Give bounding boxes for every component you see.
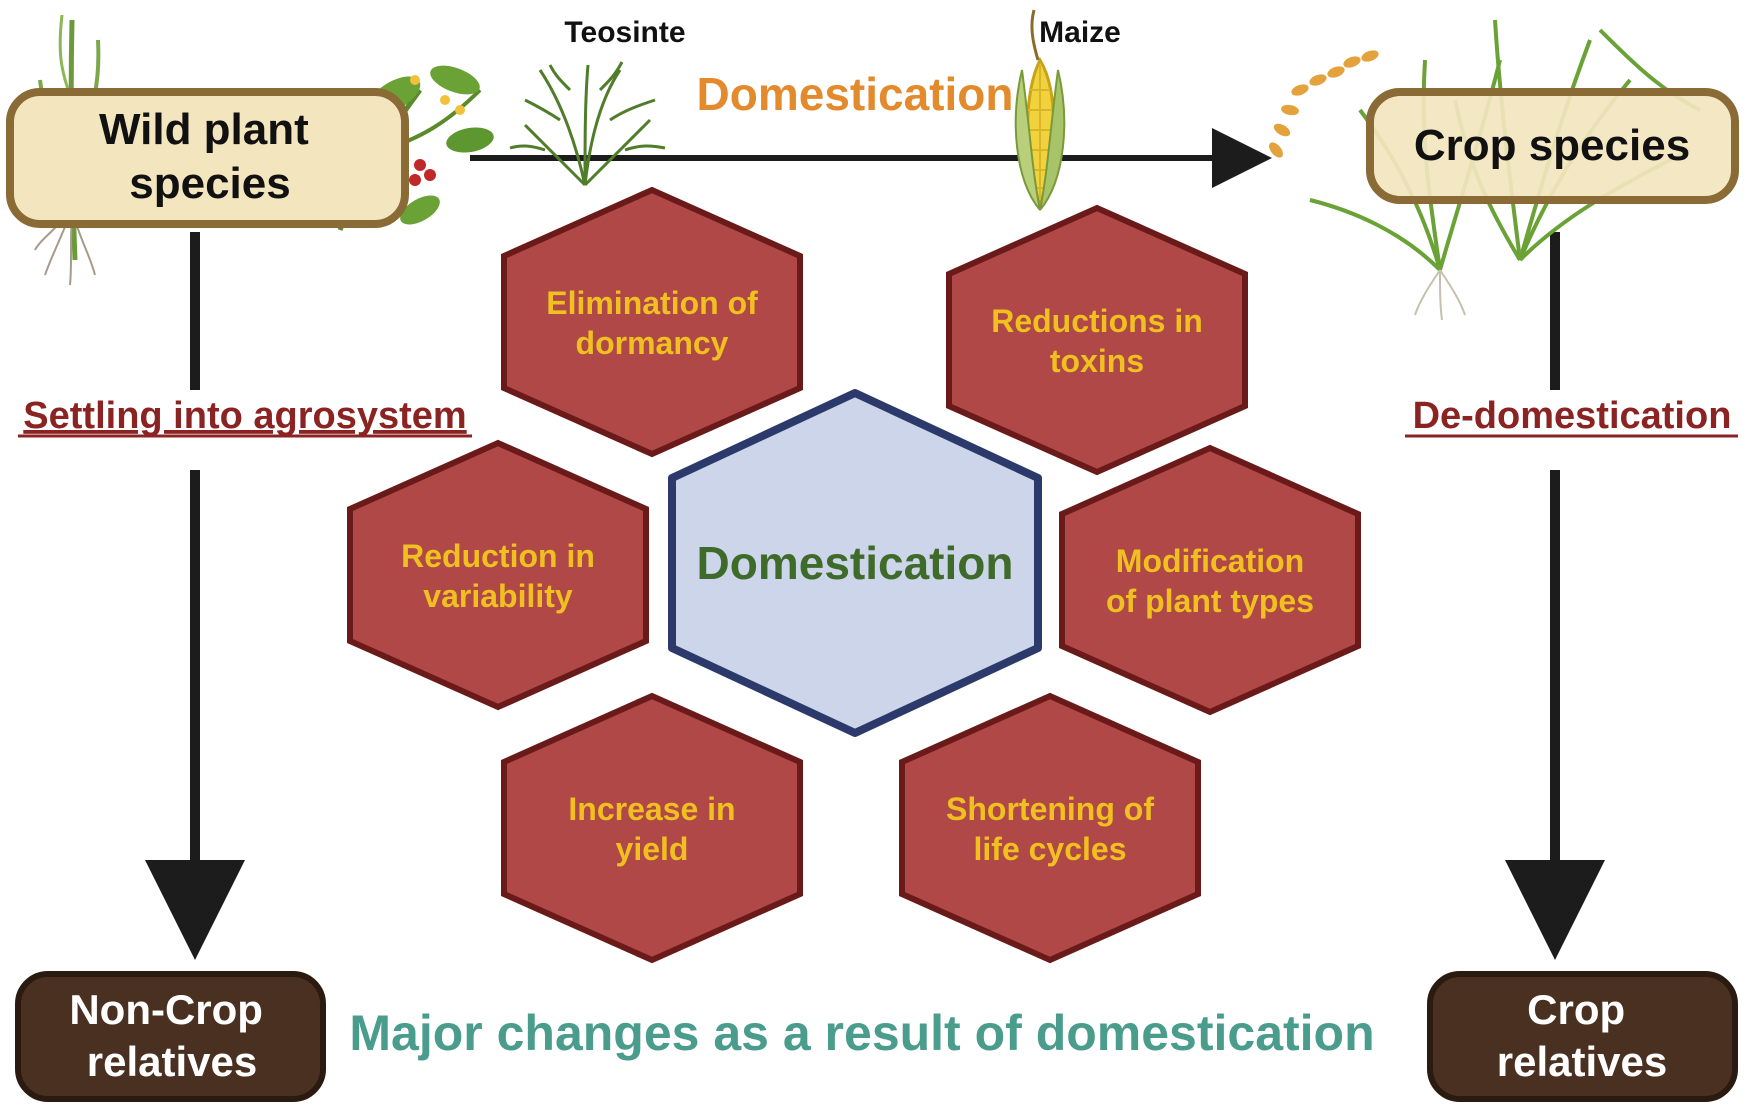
maize-cob-icon — [1014, 9, 1066, 211]
svg-text:Non-Crop relatives: Non-Crop relatives — [69, 986, 274, 1085]
hexagon-label: Modification of plant types — [1106, 543, 1314, 619]
settling-into-agrosystem-label: Settling into agrosystem — [23, 395, 466, 437]
hexagon-shape — [347, 439, 649, 711]
hexagon-label: Reduction in variability — [401, 538, 595, 614]
major-changes-caption: Major changes as a result of domesticati… — [349, 1005, 1374, 1061]
hexagon-modification-of-plant-types: Modification of plant types — [1059, 444, 1361, 716]
hexagon-cluster: Elimination of dormancy Reductions in toxin… — [347, 186, 1361, 964]
hexagon-shape — [501, 186, 803, 458]
hexagon-label-line: Modification — [1116, 543, 1304, 579]
hexagon-label-line: variability — [423, 578, 573, 614]
hexagon-label: Reductions in toxins — [991, 303, 1203, 379]
hexagon-label-line: yield — [616, 831, 689, 867]
hexagon-elimination-of-dormancy: Elimination of dormancy — [501, 186, 803, 458]
connectors — [145, 128, 1605, 960]
hexagon-label-line: life cycles — [974, 831, 1127, 867]
maize-label: Maize — [1039, 16, 1121, 49]
de-domestication-label: De-domestication — [1413, 395, 1732, 437]
hexagon-shape — [899, 692, 1201, 964]
hexagon-shape — [1059, 444, 1361, 716]
crop-relatives-line-1: Crop — [1527, 986, 1625, 1033]
svg-text:Wild plant species: Wild plant species — [99, 105, 321, 208]
hexagon-reduction-in-variability: Reduction in variability — [347, 439, 649, 711]
non-crop-relatives-box: Non-Crop relatives — [15, 971, 326, 1102]
teosinte-label: Teosinte — [564, 16, 685, 49]
wild-box-line-2: species — [129, 159, 290, 208]
crop-species-box: Crop species — [1366, 88, 1739, 204]
hexagon-label-line: of plant types — [1106, 583, 1314, 619]
center-hexagon-label: Domestication — [697, 537, 1014, 589]
hexagon-reductions-in-toxins: Reductions in toxins — [946, 204, 1248, 476]
svg-text:Crop relatives: Crop relatives — [1497, 986, 1667, 1085]
hexagon-label-line: Reductions in — [991, 303, 1203, 339]
hexagon-shape — [946, 204, 1248, 476]
crop-species-line-1: Crop species — [1414, 121, 1690, 170]
non-crop-line-1: Non-Crop — [69, 986, 263, 1033]
hexagon-increase-in-yield: Increase in yield — [501, 692, 803, 964]
crop-relatives-box: Crop relatives — [1427, 971, 1738, 1102]
hexagon-label-line: Reduction in — [401, 538, 595, 574]
hexagon-label-line: Shortening of — [946, 791, 1154, 827]
hexagon-shape — [501, 692, 803, 964]
hexagon-label-line: Elimination of — [546, 285, 758, 321]
wild-plant-species-box: Wild plant species — [6, 88, 409, 228]
hexagon-label-line: Increase in — [568, 791, 735, 827]
hexagon-label-line: dormancy — [576, 325, 729, 361]
crop-relatives-line-2: relatives — [1497, 1038, 1667, 1085]
wild-box-line-1: Wild plant — [99, 105, 309, 154]
hexagon-label: Shortening of life cycles — [946, 791, 1154, 867]
hexagon-label: Elimination of dormancy — [546, 285, 758, 361]
teosinte-plant-icon — [509, 61, 666, 187]
hexagon-label-line: toxins — [1050, 343, 1144, 379]
hexagon-label: Increase in yield — [568, 791, 735, 867]
non-crop-line-2: relatives — [87, 1038, 257, 1085]
domestication-arrow-label: Domestication — [697, 68, 1014, 120]
hexagon-domestication-center: Domestication — [668, 389, 1042, 737]
center-hexagon-shape — [668, 389, 1042, 737]
hexagon-shortening-of-life-cycles: Shortening of life cycles — [899, 692, 1201, 964]
svg-text:Crop species: Crop species — [1414, 121, 1690, 170]
